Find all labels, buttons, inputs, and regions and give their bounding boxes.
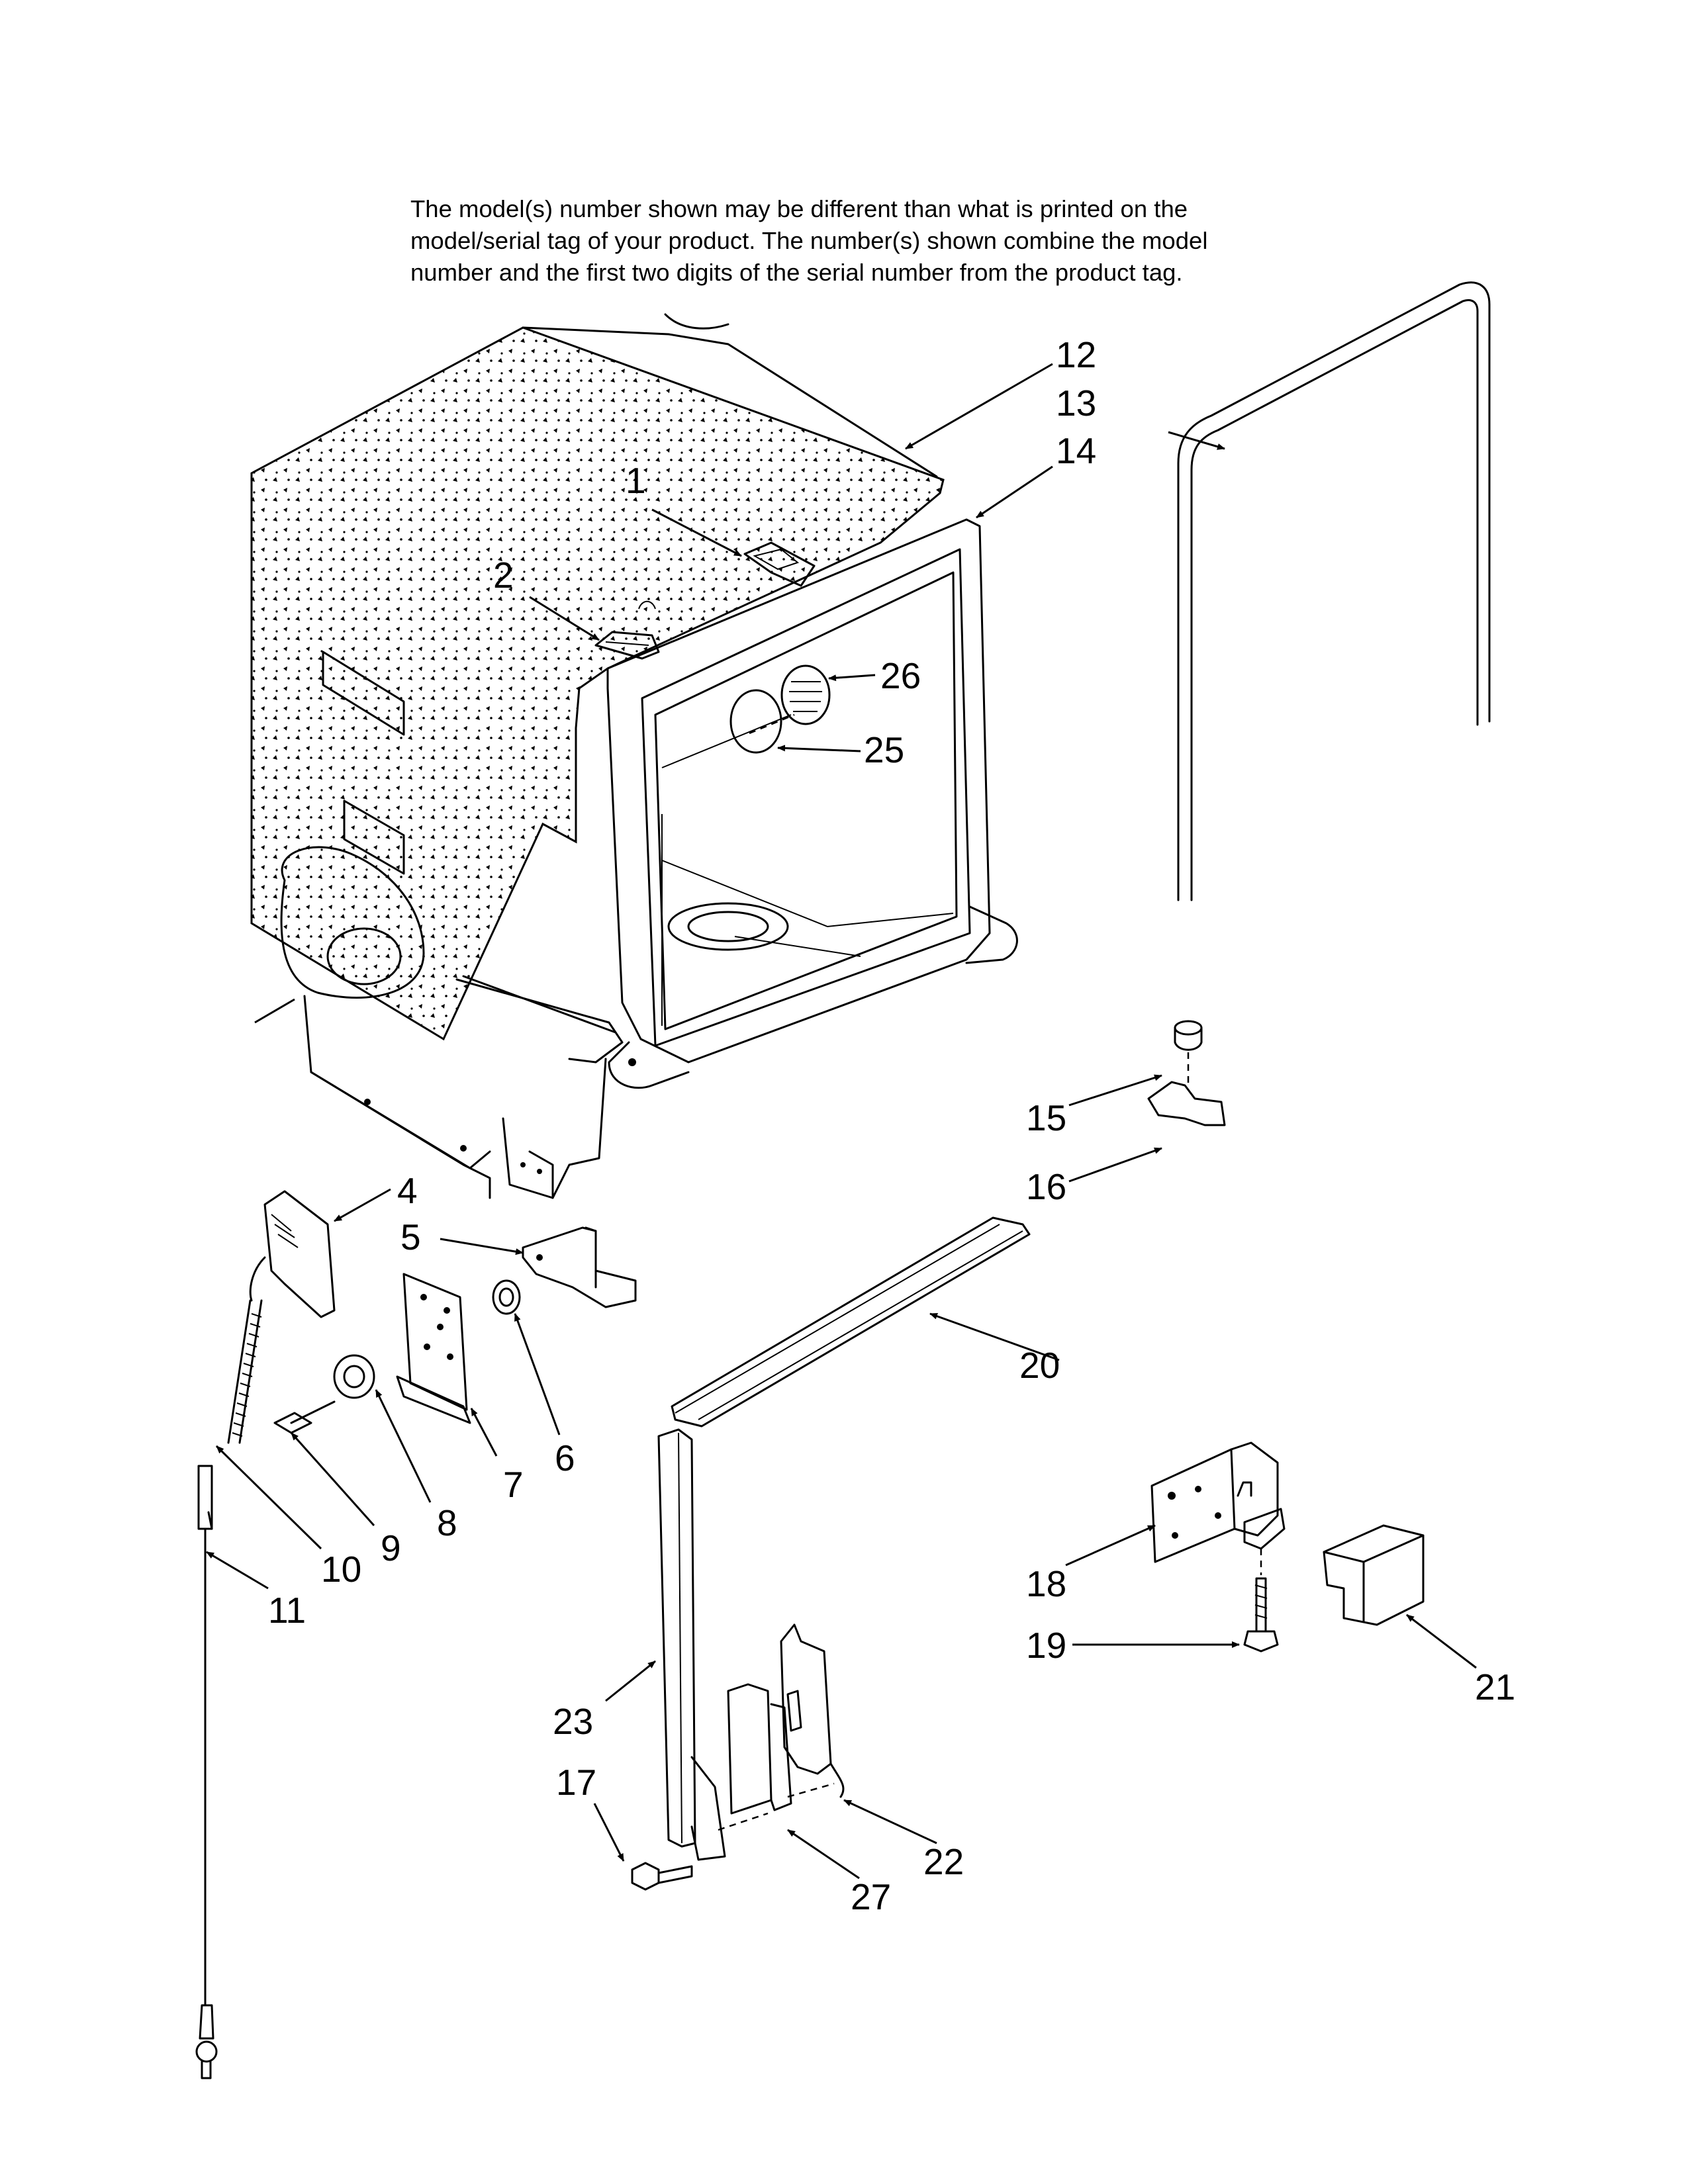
part-15-16-foot xyxy=(1147,1020,1226,1126)
callout-17: 17 xyxy=(556,1762,596,1803)
callout-7: 7 xyxy=(503,1464,524,1505)
callout-5: 5 xyxy=(400,1216,421,1257)
disclaimer-note: The model(s) number shown may be differe… xyxy=(410,193,1337,289)
part-5-to-9-hinge-pieces xyxy=(273,1226,637,1434)
note-line-3: number and the first two digits of the s… xyxy=(410,259,1183,286)
callout-18: 18 xyxy=(1026,1563,1066,1604)
leader-lines xyxy=(206,363,1477,1880)
callout-21: 21 xyxy=(1475,1666,1515,1707)
part-18-19-21-bracket xyxy=(1150,1441,1425,1653)
callout-27: 27 xyxy=(851,1876,891,1917)
callout-26: 26 xyxy=(880,655,921,696)
note-line-2: model/serial tag of your product. The nu… xyxy=(410,227,1208,254)
callout-1: 1 xyxy=(626,460,646,501)
note-line-1: The model(s) number shown may be differe… xyxy=(410,195,1188,222)
dishwasher-tub xyxy=(250,313,1018,1199)
callout-20: 20 xyxy=(1019,1345,1060,1386)
callout-15: 15 xyxy=(1026,1097,1066,1138)
callout-25: 25 xyxy=(864,729,904,770)
part-4-10-11-hinge-spring-cable xyxy=(195,1190,336,2079)
callout-6: 6 xyxy=(555,1437,575,1479)
callout-14: 14 xyxy=(1056,430,1096,471)
door-gasket xyxy=(1177,281,1491,901)
tub-insulation-blanket xyxy=(250,326,945,1041)
callout-8: 8 xyxy=(437,1502,457,1543)
part-20-top-trim xyxy=(671,1216,1031,1428)
callout-9: 9 xyxy=(381,1527,401,1569)
part-22-27-bracket-block xyxy=(718,1623,845,1831)
callout-4: 4 xyxy=(397,1170,418,1211)
callout-numbers: 1 2 4 5 6 7 8 9 10 11 12 13 14 15 16 17 … xyxy=(268,334,1515,1917)
callout-13: 13 xyxy=(1056,383,1096,424)
callout-12: 12 xyxy=(1056,334,1096,375)
callout-22: 22 xyxy=(923,1841,964,1882)
callout-23: 23 xyxy=(553,1701,593,1742)
callout-19: 19 xyxy=(1026,1625,1066,1666)
callout-10: 10 xyxy=(321,1549,361,1590)
part-23-side-trim xyxy=(657,1428,726,1861)
callout-2: 2 xyxy=(493,555,514,596)
callout-16: 16 xyxy=(1026,1166,1066,1207)
part-17-screw xyxy=(631,1862,693,1891)
callout-11: 11 xyxy=(268,1590,306,1631)
